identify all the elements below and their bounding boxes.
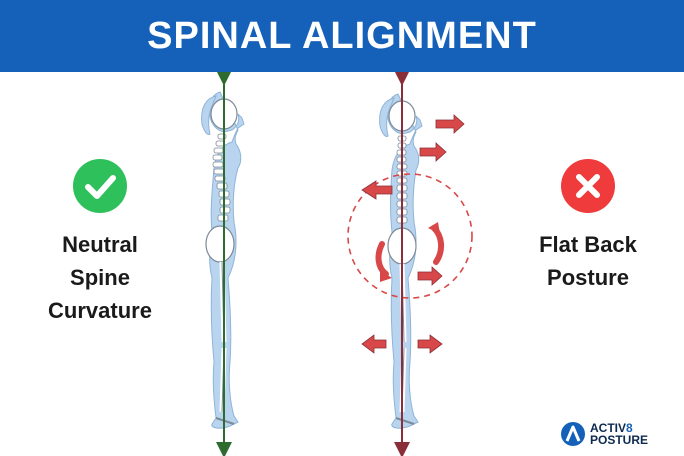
caption-line: Curvature: [48, 298, 152, 323]
problem-area-circle: [347, 173, 473, 299]
flat-back-caption: Flat Back Posture: [508, 228, 668, 294]
arrow-right-icon: [419, 142, 447, 162]
arrow-left-icon: [361, 334, 387, 354]
logo-wordmark: ACTIV8 POSTURE: [590, 422, 648, 446]
check-icon: [72, 158, 128, 214]
logo-word-activ: ACTIV: [590, 421, 626, 435]
rotation-arrow-icon: [375, 241, 389, 277]
cross-icon: [560, 158, 616, 214]
neutral-spine-caption: Neutral Spine Curvature: [20, 228, 180, 327]
logo-word-8: 8: [626, 421, 633, 435]
arrow-right-icon: [417, 266, 443, 286]
neutral-posture-figure: [201, 72, 245, 456]
flat-back-posture-figure: [347, 72, 473, 456]
arrow-right-icon: [435, 114, 465, 134]
title-banner: SPINAL ALIGNMENT: [0, 0, 684, 72]
page-title: SPINAL ALIGNMENT: [147, 14, 537, 57]
caption-line: Flat Back: [539, 232, 637, 257]
caption-line: Posture: [547, 265, 629, 290]
arrow-right-icon: [417, 334, 443, 354]
caption-line: Spine: [70, 265, 130, 290]
arrow-left-icon: [361, 180, 393, 200]
ponytail: [379, 97, 395, 137]
logo-mark-icon: [561, 422, 585, 446]
activ8-posture-logo: ACTIV8 POSTURE: [560, 418, 680, 450]
caption-line: Neutral: [62, 232, 138, 257]
ponytail: [201, 95, 217, 135]
logo-word-posture: POSTURE: [590, 433, 649, 447]
rotation-arrow-icon: [431, 225, 444, 265]
pelvis: [205, 225, 235, 263]
